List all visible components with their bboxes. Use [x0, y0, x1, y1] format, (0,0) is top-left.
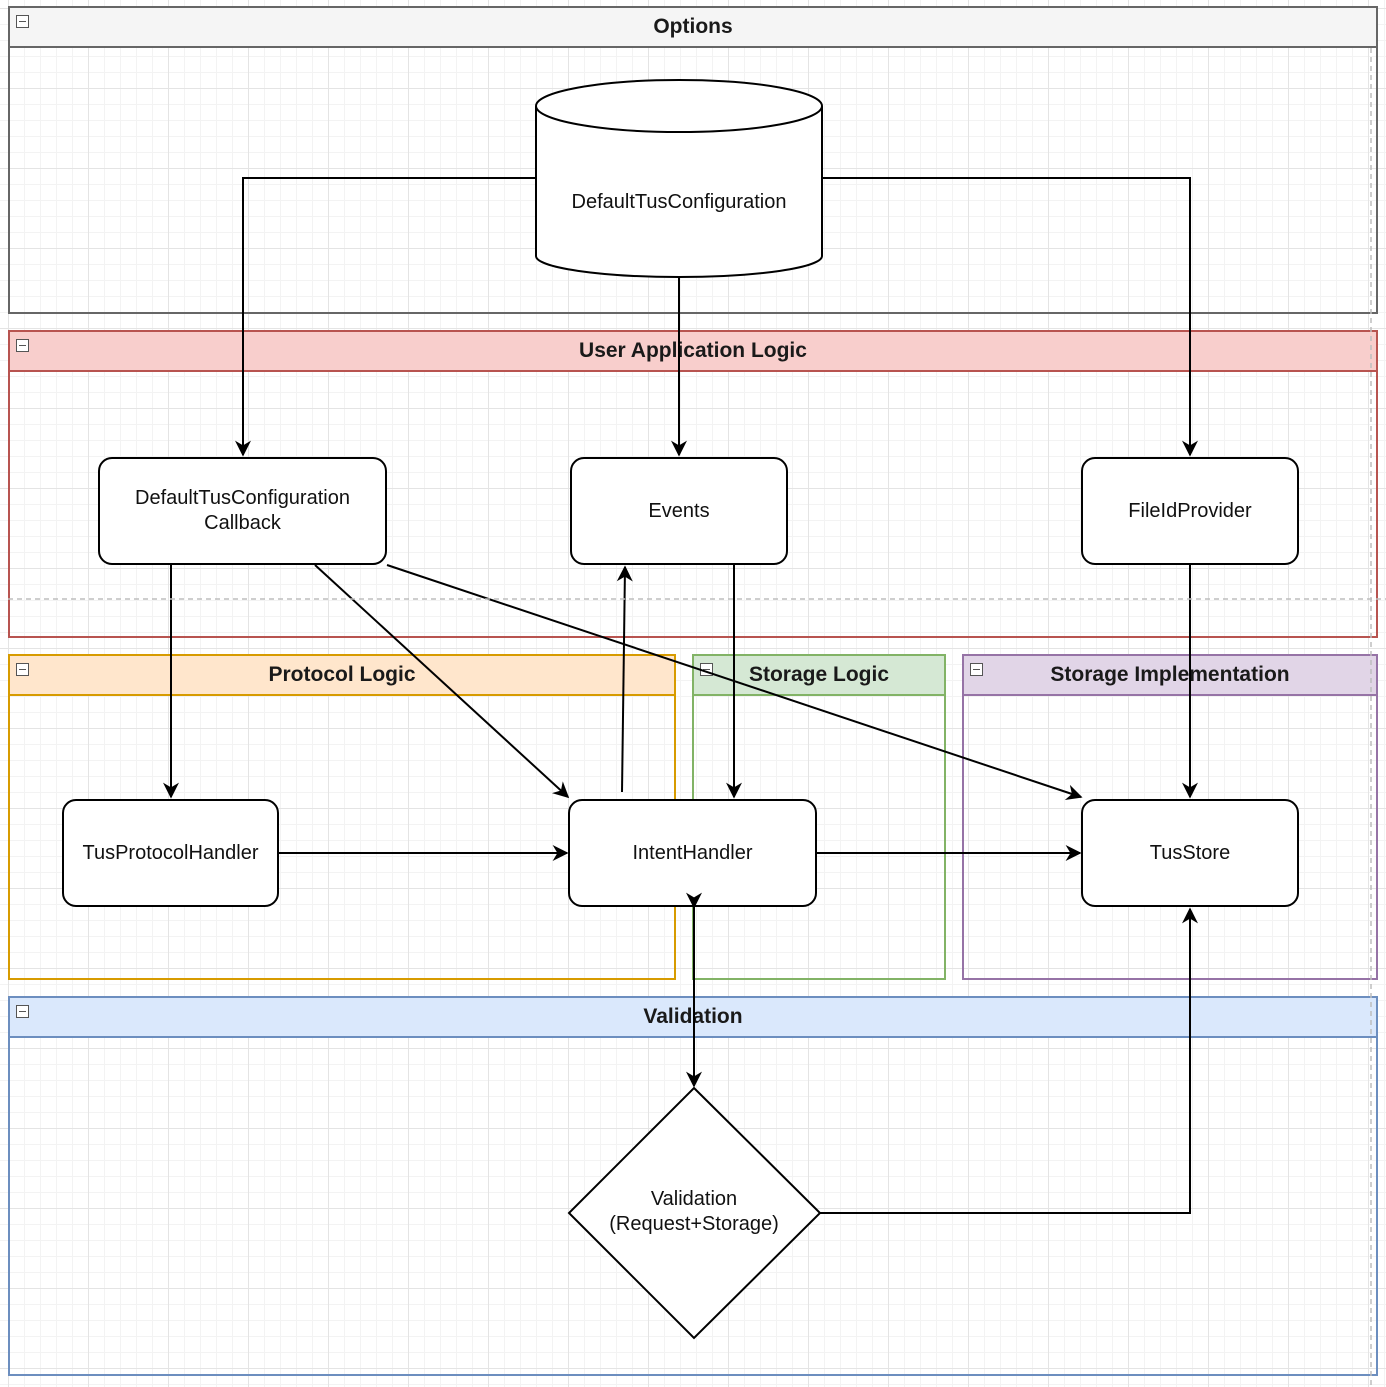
- swimlane-user-application-logic: User Application Logic: [8, 330, 1378, 638]
- swimlane-storage-implementation-title: Storage Implementation: [1050, 663, 1290, 686]
- swimlane-protocol-logic-title: Protocol Logic: [268, 663, 416, 686]
- events-node[interactable]: Events: [570, 457, 788, 565]
- edge-callback-to-intenthandler: [314, 564, 570, 799]
- swimlane-protocol-logic: Protocol Logic: [8, 654, 676, 980]
- tus-protocol-handler-node[interactable]: TusProtocolHandler: [62, 799, 279, 907]
- collapse-icon[interactable]: [970, 663, 983, 676]
- swimlane-protocol-logic-header: Protocol Logic: [10, 656, 674, 696]
- default-tus-configuration-label: DefaultTusConfiguration: [571, 190, 787, 213]
- intent-handler-node[interactable]: IntentHandler: [568, 799, 817, 907]
- swimlane-user-application-logic-title: User Application Logic: [579, 339, 807, 362]
- swimlane-user-application-logic-header: User Application Logic: [10, 332, 1376, 372]
- collapse-icon[interactable]: [16, 15, 29, 28]
- swimlane-options-title: Options: [653, 15, 733, 38]
- swimlane-storage-implementation-header: Storage Implementation: [964, 656, 1376, 696]
- default-tus-configuration-callback-node[interactable]: DefaultTusConfiguration Callback: [98, 457, 387, 565]
- edge-config-to-callback: [235, 177, 536, 457]
- validation-diamond[interactable]: [567, 1086, 822, 1340]
- tus-store-node[interactable]: TusStore: [1081, 799, 1299, 907]
- validation-label: Validation (Request+Storage): [609, 1188, 779, 1235]
- swimlane-storage-logic-title: Storage Logic: [748, 663, 890, 686]
- collapse-icon[interactable]: [16, 339, 29, 352]
- file-id-provider-node[interactable]: FileIdProvider: [1081, 457, 1299, 565]
- swimlane-storage-logic-header: Storage Logic: [694, 656, 944, 696]
- collapse-icon[interactable]: [16, 1005, 29, 1018]
- swimlane-storage-implementation: Storage Implementation: [962, 654, 1378, 980]
- collapse-icon[interactable]: [16, 663, 29, 676]
- edge-intenthandler-to-events: [616, 565, 633, 793]
- edge-validation-to-tusstore: [820, 907, 1198, 1214]
- swimlane-options-header: Options: [10, 8, 1376, 48]
- edge-config-to-fileidprovider: [822, 177, 1198, 457]
- swimlane-options: Options: [8, 6, 1378, 314]
